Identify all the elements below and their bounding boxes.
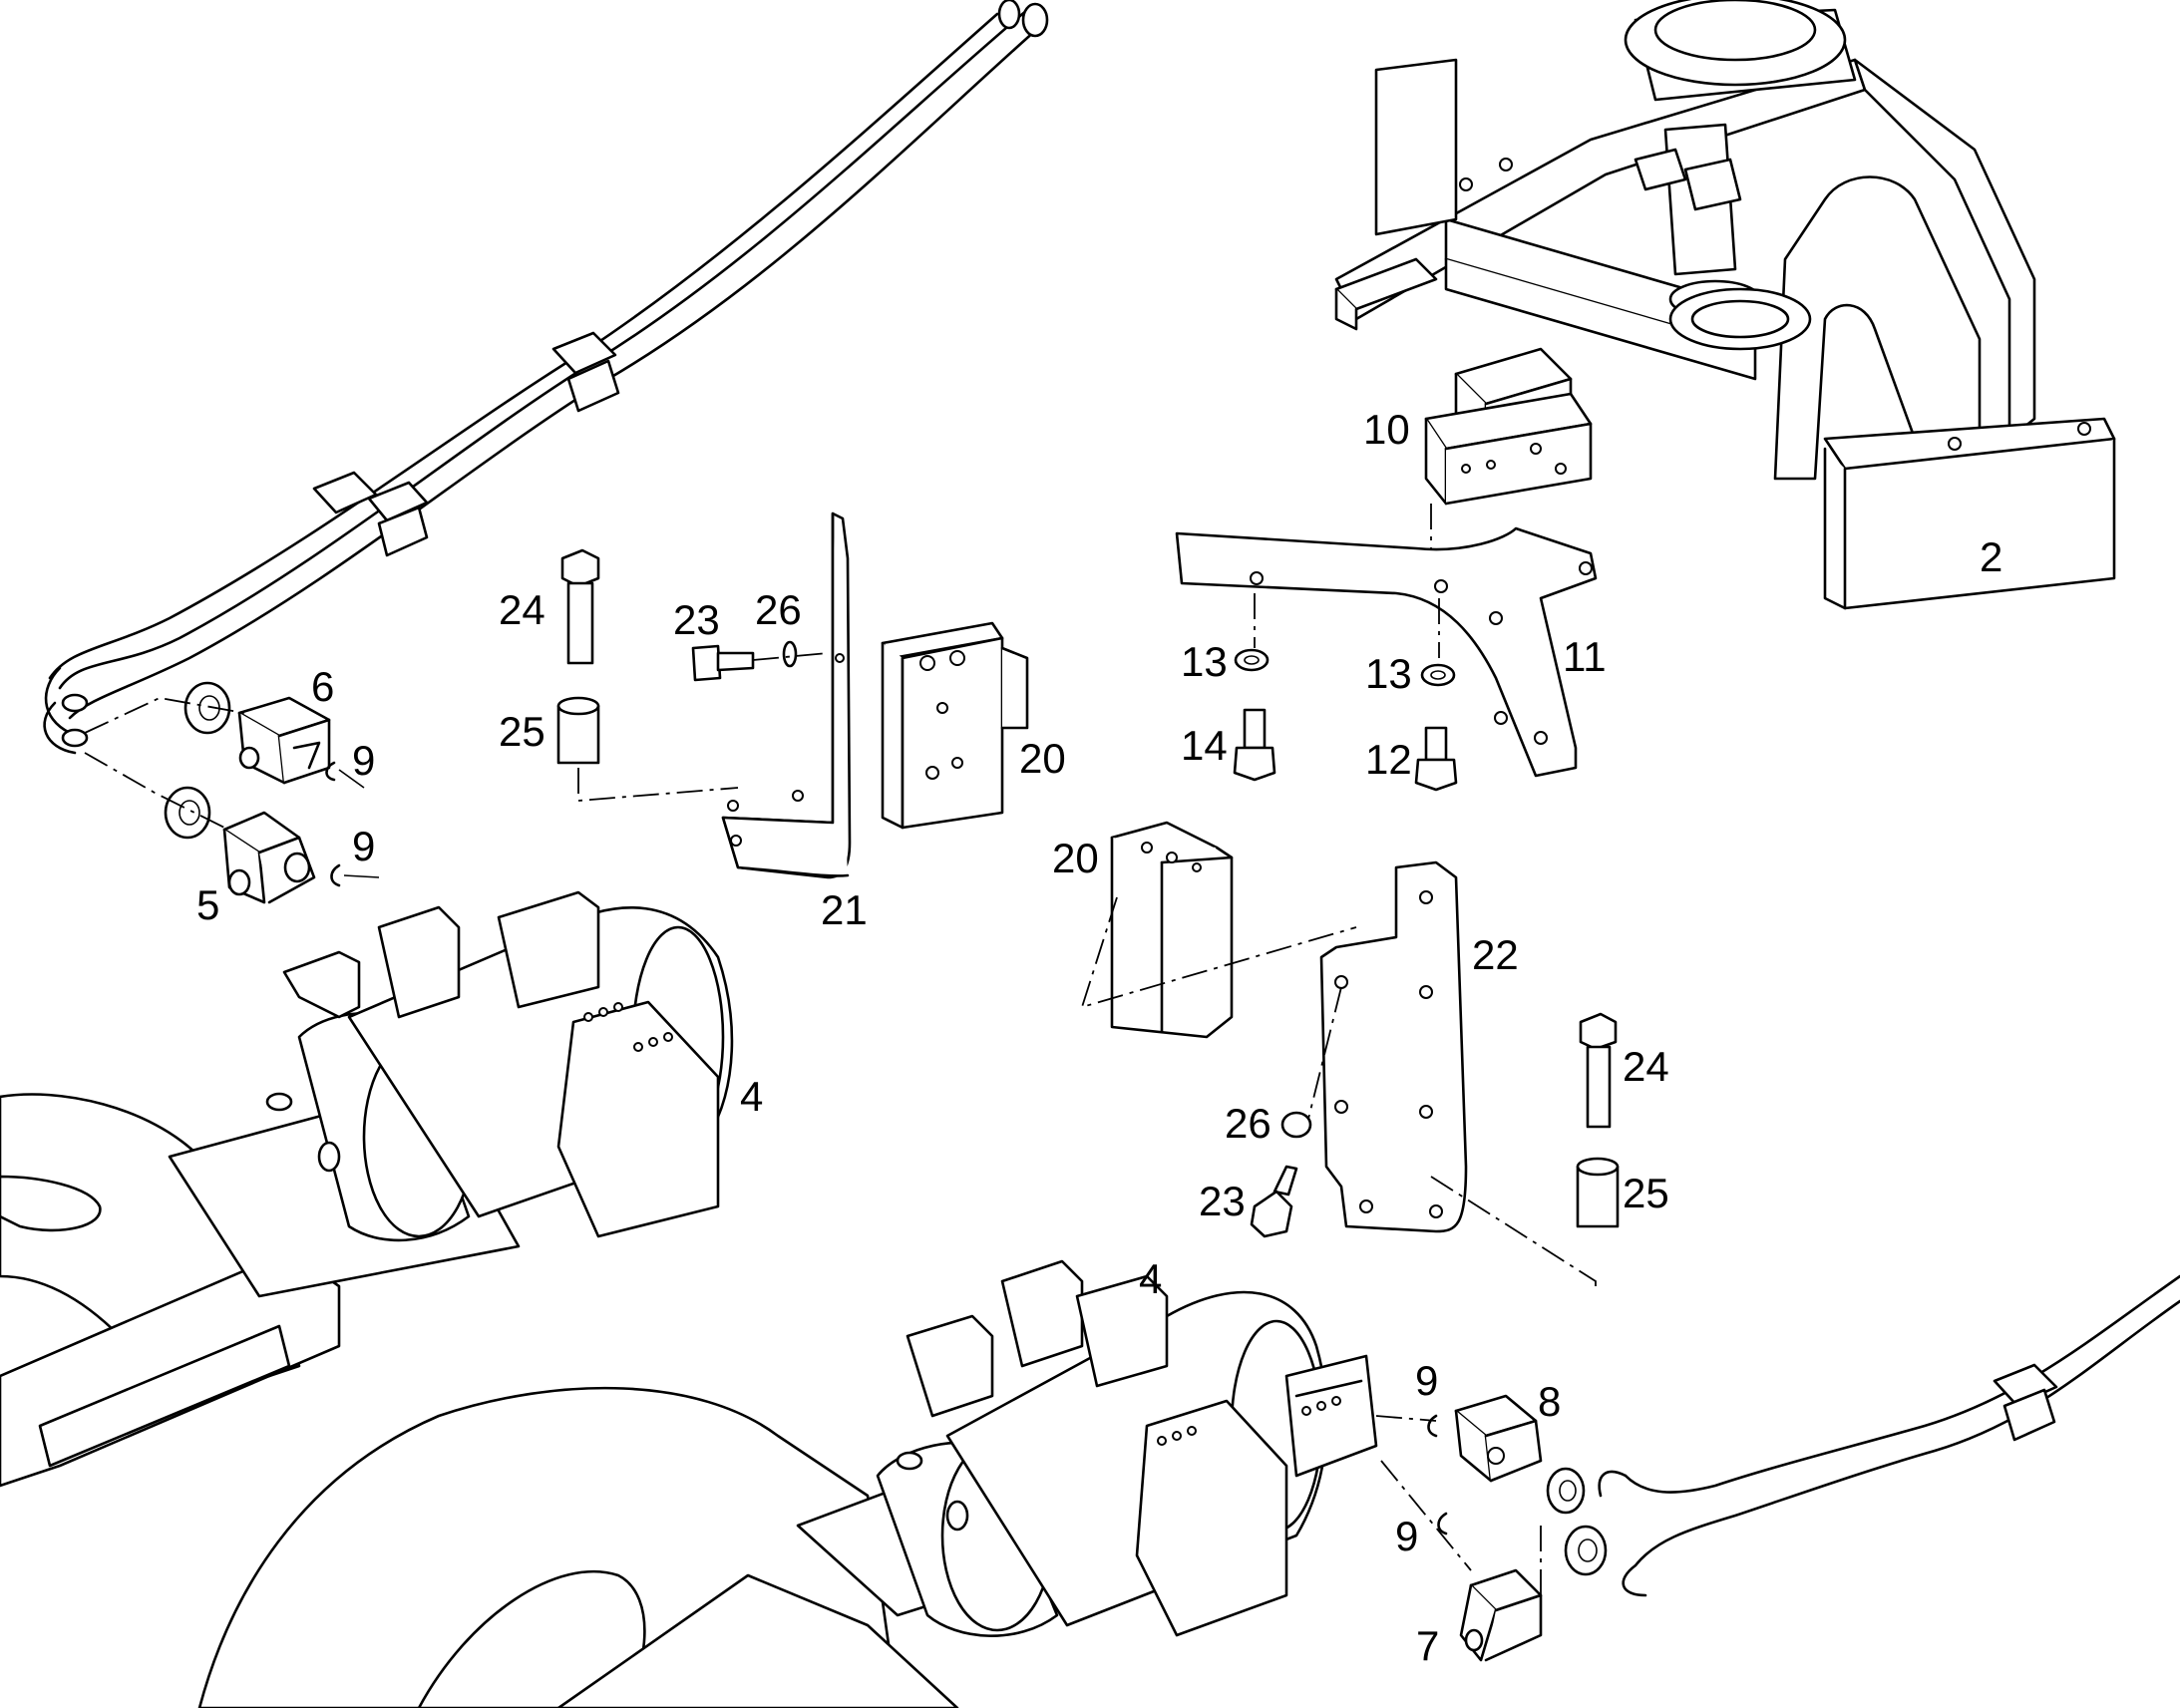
- bolt-24-left: [560, 548, 600, 665]
- washer-13-left: [1234, 648, 1270, 672]
- plate-11: [1175, 526, 1598, 778]
- axle-assembly-lower: [197, 1259, 1378, 1708]
- valve-block-10: [1424, 347, 1593, 573]
- callout-26-center: 26: [1225, 1100, 1272, 1147]
- hydraulic-hose-lower: [1598, 1274, 2180, 1597]
- callout-9-lower-right: 9: [1395, 1513, 1419, 1559]
- callout-24-left: 24: [499, 586, 545, 633]
- washer-26-center: [1280, 1111, 1312, 1139]
- callout-13-left: 13: [1181, 638, 1228, 685]
- bracket-22: [1305, 860, 1597, 1286]
- callout-23-left: 23: [673, 596, 720, 643]
- callout-9-lower-left: 9: [352, 823, 376, 869]
- hose-clamp-b: [312, 471, 429, 557]
- callout-11: 11: [1563, 633, 1607, 680]
- callout-26-left: 26: [755, 586, 802, 633]
- callout-6: 6: [311, 663, 335, 710]
- callout-2: 2: [1980, 533, 2003, 580]
- flange-plate-6: [183, 681, 231, 735]
- flange-plate-7: [1564, 1525, 1608, 1576]
- callout-12: 12: [1365, 736, 1412, 783]
- callout-8: 8: [1538, 1378, 1562, 1425]
- callout-25-left: 25: [499, 708, 545, 755]
- callout-21: 21: [821, 886, 868, 933]
- flange-plate-5: [164, 786, 211, 840]
- callout-13-right: 13: [1365, 650, 1412, 697]
- circlip-9-right-lower: [1437, 1512, 1448, 1536]
- callout-10: 10: [1363, 406, 1410, 453]
- valve-block-20-center: [1080, 821, 1357, 1039]
- spacer-25-right: [1576, 1157, 1620, 1228]
- callout-14: 14: [1181, 722, 1228, 769]
- leader-hose-6: [84, 697, 245, 734]
- bolt-23-left: [691, 644, 755, 682]
- bracket-21: [721, 512, 852, 879]
- circlip-9-lower: [330, 863, 380, 887]
- callout-7: 7: [1416, 1622, 1440, 1669]
- bolt-24-right: [1579, 1012, 1618, 1129]
- callout-20-center: 20: [1052, 835, 1099, 881]
- callout-9-upper-left: 9: [352, 737, 376, 784]
- sensor-block-5: [222, 811, 316, 904]
- bolt-12: [1414, 726, 1458, 792]
- frame-assembly: [1334, 0, 2116, 610]
- callout-4-lower: 4: [1139, 1255, 1163, 1302]
- bolt-23-center: [1250, 1165, 1298, 1238]
- hydraulic-hose-upper: [43, 0, 1049, 755]
- circlip-9-right-upper: [1427, 1414, 1438, 1438]
- callout-22: 22: [1472, 931, 1519, 978]
- callout-23-center: 23: [1199, 1178, 1246, 1224]
- callout-4-upper: 4: [740, 1073, 764, 1120]
- flange-plate-8: [1546, 1467, 1586, 1515]
- callout-24-right: 24: [1623, 1043, 1669, 1090]
- sensor-block-6: [237, 696, 331, 785]
- leader-8: [1375, 1415, 1437, 1422]
- valve-block-20-upper: [881, 621, 1029, 830]
- axle-assembly-upper: [0, 890, 734, 1488]
- leader-7: [1380, 1460, 1472, 1571]
- bolt-14: [1233, 708, 1276, 782]
- callout-20-upper: 20: [1019, 735, 1066, 782]
- hose-clamp-a: [551, 331, 620, 413]
- sensor-block-7: [1459, 1568, 1543, 1662]
- callout-25-right: 25: [1623, 1170, 1669, 1216]
- callout-5: 5: [196, 881, 220, 928]
- leader-23-21: [752, 652, 829, 661]
- washer-13-right: [1420, 663, 1456, 687]
- callout-9-upper-right: 9: [1415, 1357, 1439, 1404]
- leader-hose-5: [84, 752, 225, 829]
- spacer-25-left: [556, 696, 739, 802]
- circlip-9-upper: [325, 761, 365, 789]
- sensor-block-8: [1454, 1394, 1543, 1483]
- washer-26-left: [782, 640, 798, 668]
